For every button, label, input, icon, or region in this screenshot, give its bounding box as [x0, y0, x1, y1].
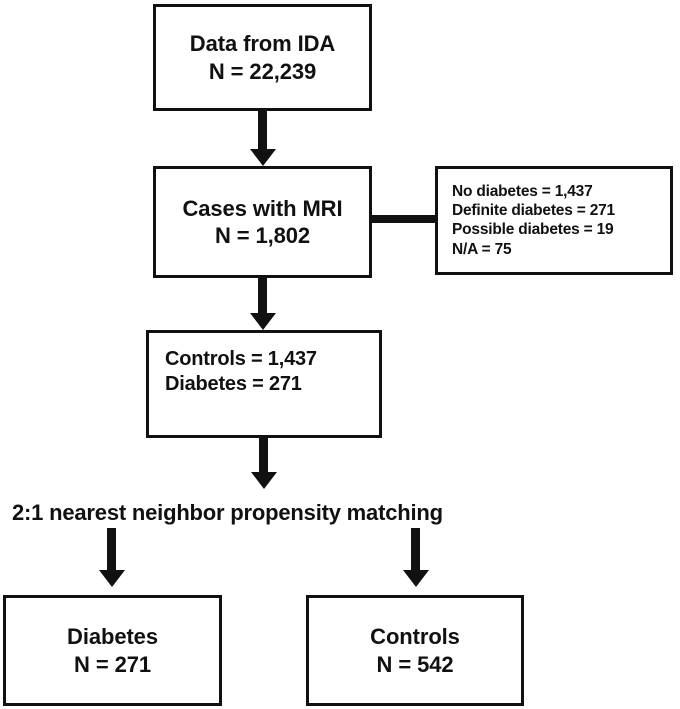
node-cases-mri-line2: N = 1,802: [214, 223, 311, 248]
node-cases-mri: Cases with MRI N = 1,802: [153, 166, 372, 278]
node-final-controls-line2: N = 542: [376, 651, 454, 677]
connector-line-cases-mri-to-breakdown: [372, 215, 436, 223]
node-groups: Controls = 1,437 Diabetes = 271: [146, 330, 382, 438]
node-final-controls: Controls N = 542: [306, 595, 524, 706]
node-data-source-line1: Data from IDA: [189, 31, 336, 57]
node-breakdown-line1: No diabetes = 1,437: [452, 183, 593, 200]
connector-shaft-cases-mri-to-groups: [258, 278, 267, 316]
node-final-controls-line1: Controls: [370, 624, 460, 650]
node-final-diabetes-line1: Diabetes: [67, 624, 158, 650]
connector-arrowhead-matching-to-diabetes: [99, 570, 125, 587]
connector-arrowhead-data-source-to-cases-mri: [250, 149, 276, 166]
node-final-diabetes: Diabetes N = 271: [3, 595, 222, 706]
connector-shaft-groups-to-matching: [259, 438, 268, 476]
node-breakdown-line4: N/A = 75: [452, 240, 512, 258]
connector-arrowhead-matching-to-controls: [403, 570, 429, 587]
node-breakdown-line2: Definite diabetes = 271: [452, 202, 615, 220]
connector-arrowhead-cases-mri-to-groups: [250, 313, 276, 330]
connector-arrowhead-groups-to-matching: [251, 472, 277, 489]
matching-method-label: 2:1 nearest neighbor propensity matching: [12, 500, 443, 525]
node-cases-mri-line1: Cases with MRI: [182, 195, 343, 221]
node-data-source-line2: N = 22,239: [208, 58, 317, 84]
node-diabetes-breakdown: No diabetes = 1,437 Definite diabetes = …: [435, 166, 673, 275]
node-data-source: Data from IDA N = 22,239: [153, 4, 372, 111]
connector-shaft-matching-to-diabetes: [107, 528, 116, 574]
node-breakdown-line3: Possible diabetes = 19: [452, 221, 614, 239]
node-groups-line1: Controls = 1,437: [165, 348, 317, 370]
connector-shaft-data-source-to-cases-mri: [258, 111, 267, 151]
node-final-diabetes-line2: N = 271: [74, 651, 151, 677]
connector-shaft-matching-to-controls: [411, 528, 420, 574]
node-groups-line2: Diabetes = 271: [165, 372, 302, 395]
